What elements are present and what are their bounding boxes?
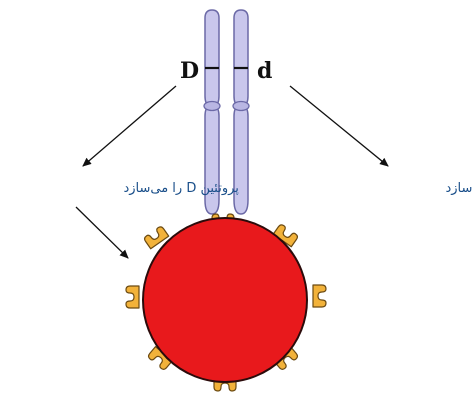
caption-left: پروتئین D را می‌سازد (123, 181, 239, 196)
caption-right: پروتئین D را می‌سازد (445, 181, 473, 196)
receptor-left (126, 286, 139, 308)
arrow-to-right-caption (290, 86, 388, 166)
allele-label-dominant: D (180, 58, 199, 84)
receptor-right (313, 285, 326, 307)
red-blood-cell (143, 218, 307, 382)
allele-label-recessive: d (257, 58, 272, 84)
arrow-to-left-caption (83, 86, 176, 166)
arrow-to-cell (76, 207, 128, 258)
